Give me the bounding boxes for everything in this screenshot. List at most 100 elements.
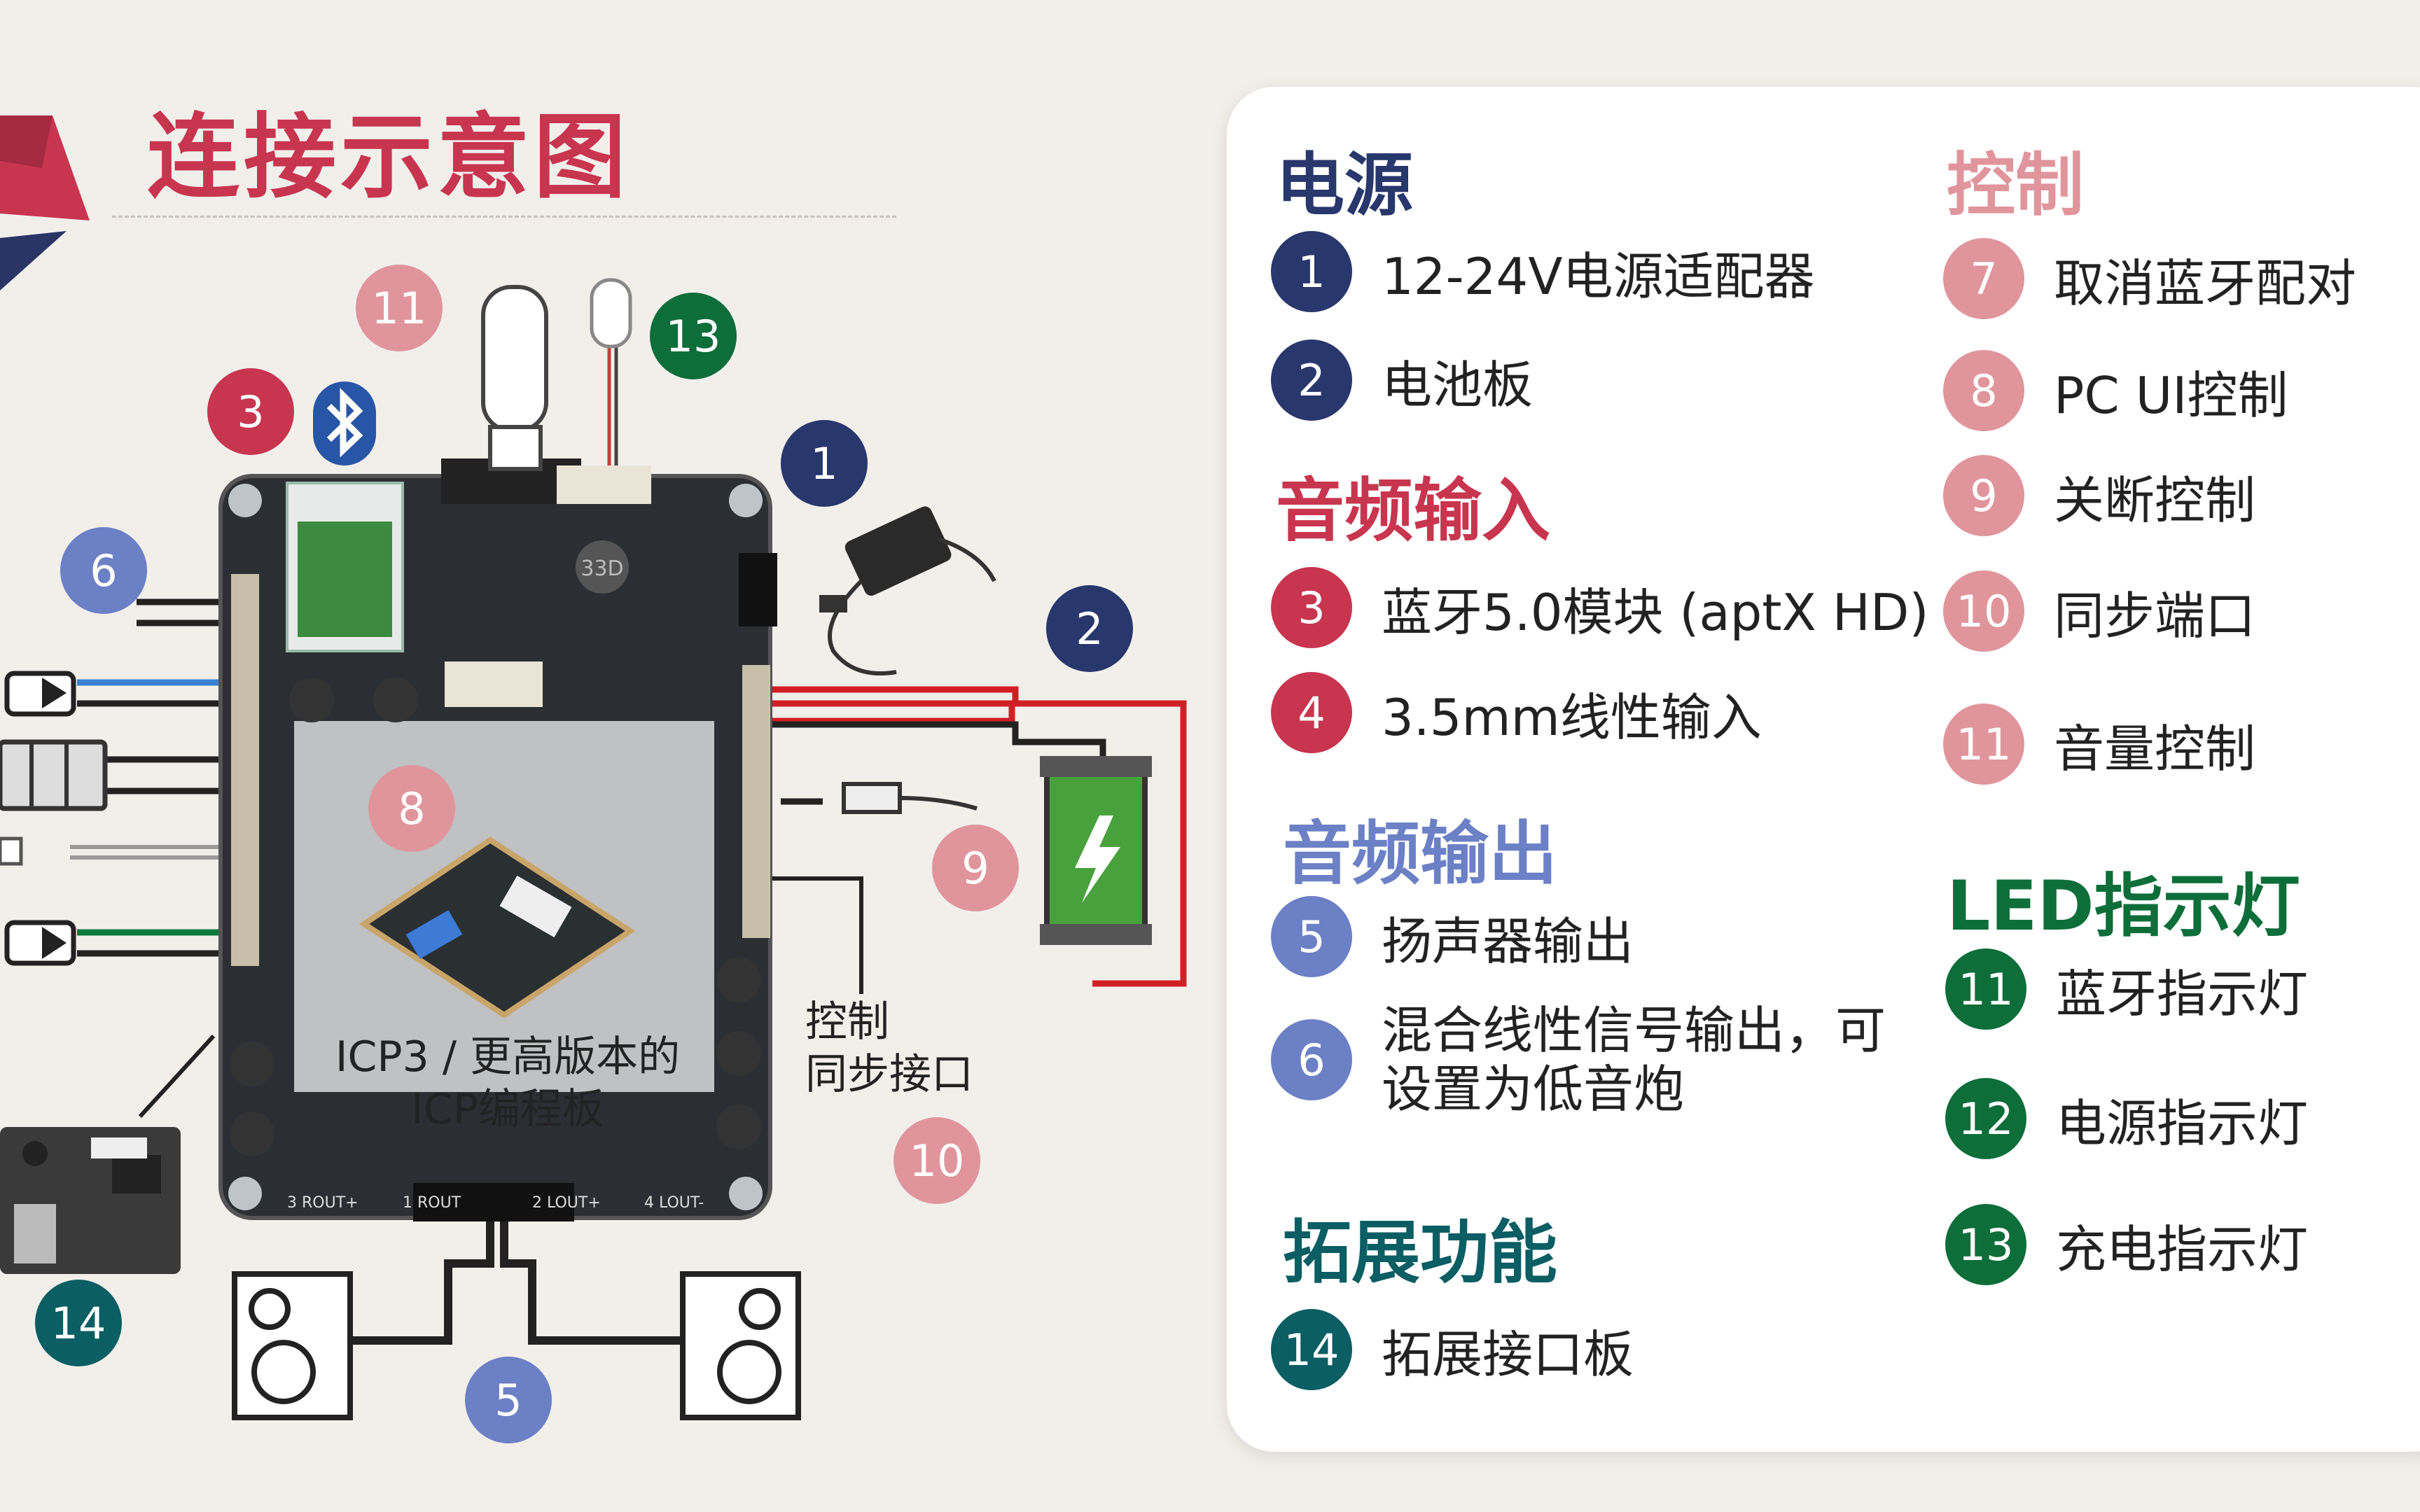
item-label: 同步端口 [2054, 586, 2256, 645]
corner-decoration [0, 115, 90, 290]
legend-item-3: 3 蓝牙5.0模块 (aptX HD) [1271, 567, 1928, 648]
badge: 6 [1271, 1019, 1352, 1101]
legend-item-4: 4 3.5mm线性输入 [1271, 672, 1762, 753]
legend-section-expansion-title: 拓展功能 [1283, 1197, 1557, 1296]
diagram-marker-3: 3 [207, 368, 294, 455]
legend-item-6: 6 混合线性信号输出，可设置为低音炮 [1271, 1001, 1928, 1119]
item-label: 混合线性信号输出，可设置为低音炮 [1382, 1001, 1886, 1119]
badge: 12 [1945, 1078, 2026, 1159]
item-label: 12-24V电源适配器 [1382, 246, 1815, 306]
legend-item-7: 7 取消蓝牙配对 [1943, 238, 2356, 319]
diagram-marker-label: 11 [372, 283, 427, 334]
diagram-marker-14: 14 [35, 1280, 122, 1366]
badge: 3 [1271, 567, 1352, 648]
item-label: 取消蓝牙配对 [2054, 253, 2357, 313]
badge: 11 [1943, 704, 2024, 785]
badge: 9 [1943, 455, 2024, 536]
item-label: 电池板 [1382, 355, 1534, 414]
pin-label-rout: 1 ROUT [403, 1194, 461, 1212]
diagram-marker-13: 13 [650, 293, 737, 379]
potentiometer [481, 285, 548, 471]
marker-layer: 11 13 3 1 6 2 8 9 10 14 5 [35, 265, 1133, 1443]
legend-item-11-led: 11 蓝牙指示灯 [1945, 948, 2308, 1030]
control-label-line1: 控制 [805, 997, 889, 1046]
title-divider [112, 216, 896, 218]
expansion-board [0, 1127, 181, 1274]
control-label-line2: 同步接口 [805, 1050, 973, 1099]
item-label: 3.5mm线性输入 [1382, 687, 1762, 747]
diagram-marker-10: 10 [893, 1117, 980, 1204]
diagram-marker-label: 5 [494, 1375, 522, 1426]
legend-item-8: 8 PC UI控制 [1943, 350, 2288, 431]
connection-diagram: 33D 3 ROUT+ 1 ROUT 2 LOUT+ 4 LOUT- ICP3 … [0, 265, 1187, 1443]
power-adapter [819, 506, 996, 676]
badge: 1 [1271, 231, 1352, 312]
pin-label-lout-plus: 2 LOUT+ [532, 1194, 601, 1212]
legend-section-audio-out-title: 音频输出 [1283, 798, 1557, 897]
legend-section-power-title: 电源 [1276, 130, 1413, 229]
audio-jack-left [0, 739, 108, 811]
led-top [590, 278, 632, 349]
diagram-marker-1: 1 [781, 420, 868, 507]
item-label: 电源指示灯 [2056, 1093, 2309, 1153]
item-label: PC UI控制 [2054, 365, 2288, 425]
icp-label-line2: ICP编程板 [411, 1085, 604, 1134]
diagram-marker-label: 9 [961, 843, 989, 894]
shutdown-connector [842, 782, 978, 814]
legend-item-2: 2 电池板 [1271, 340, 1533, 421]
legend-item-14: 14 拓展接口板 [1271, 1309, 1634, 1390]
item-label: 关断控制 [2054, 470, 2256, 530]
section-title-led: LED指示灯 [1947, 867, 2300, 946]
legend-section-control-title: 控制 [1947, 130, 2084, 229]
battery [1040, 756, 1152, 945]
badge: 7 [1943, 238, 2024, 319]
chip-label: 33D [580, 556, 623, 581]
legend-item-10: 10 同步端口 [1943, 570, 2255, 652]
section-title-audio-out: 音频输出 [1283, 814, 1558, 894]
item-label: 充电指示灯 [2056, 1219, 2309, 1279]
page-title: 连接示意图 [147, 104, 630, 211]
pin-label-lout-minus: 4 LOUT- [644, 1194, 704, 1212]
badge: 4 [1271, 672, 1352, 753]
legend-section-audio-in-title: 音频输入 [1276, 455, 1550, 554]
section-title-control: 控制 [1947, 146, 2085, 225]
cable-plug-left [0, 836, 23, 866]
speaker-left [232, 1271, 353, 1420]
item-label: 蓝牙指示灯 [2056, 964, 2309, 1023]
section-title-power: 电源 [1276, 146, 1414, 225]
diagram-marker-label: 6 [90, 545, 117, 596]
diagram-marker-label: 10 [910, 1135, 965, 1186]
diagram-marker-5: 5 [465, 1357, 552, 1443]
badge: 14 [1271, 1309, 1352, 1390]
legend-item-12: 12 电源指示灯 [1945, 1078, 2308, 1159]
badge: 10 [1943, 570, 2024, 652]
speaker-right [680, 1271, 801, 1420]
diagram-marker-label: 3 [237, 386, 264, 438]
diagram-marker-8: 8 [368, 765, 455, 852]
section-title-audio-in: 音频输入 [1276, 471, 1551, 551]
item-label: 蓝牙5.0模块 (aptX HD) [1382, 582, 1929, 642]
badge: 13 [1945, 1204, 2026, 1285]
badge: 5 [1271, 896, 1352, 977]
legend-card [1227, 87, 2420, 1452]
item-label: 音量控制 [2054, 719, 2256, 778]
diagram-marker-6: 6 [60, 527, 147, 614]
diagram-marker-label: 13 [666, 311, 721, 362]
section-title-expansion: 拓展功能 [1283, 1213, 1558, 1293]
legend-item-11-control: 11 音量控制 [1943, 704, 2255, 785]
legend-item-1: 1 12-24V电源适配器 [1271, 231, 1814, 312]
diagram-marker-11: 11 [356, 265, 443, 351]
pin-label-rout-plus: 3 ROUT+ [287, 1194, 359, 1212]
badge: 8 [1943, 350, 2024, 431]
led-green-left [4, 920, 76, 966]
diagram-marker-label: 8 [398, 783, 425, 834]
icp-label-line1: ICP3 / 更高版本的 [335, 1032, 680, 1082]
diagram-marker-label: 2 [1076, 603, 1103, 654]
diagram-marker-label: 14 [51, 1298, 106, 1349]
item-label: 拓展接口板 [1382, 1324, 1634, 1384]
legend-section-led-title: LED指示灯 [1947, 850, 2300, 950]
led-blue-left [4, 671, 76, 717]
diagram-marker-2: 2 [1046, 585, 1133, 672]
legend-item-5: 5 扬声器输出 [1271, 896, 1634, 977]
diagram-marker-label: 1 [810, 438, 837, 489]
